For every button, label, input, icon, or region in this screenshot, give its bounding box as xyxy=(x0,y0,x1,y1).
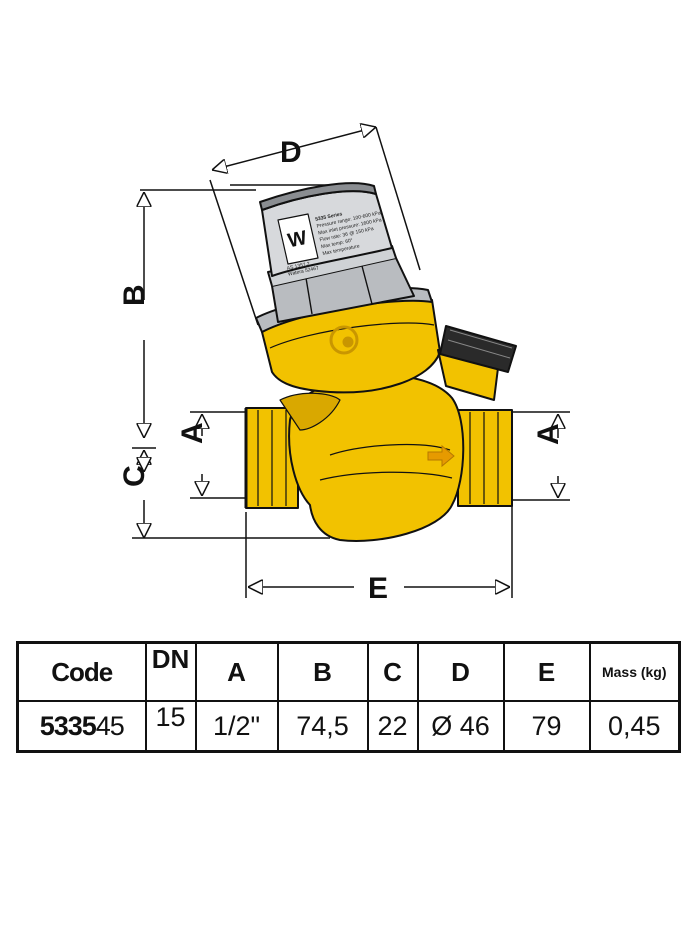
cell-c: 22 xyxy=(366,700,419,753)
cell-a: 1/2" xyxy=(194,700,279,753)
dimension-c xyxy=(132,447,330,539)
caleffi-logo-icon xyxy=(329,325,359,355)
valve-body xyxy=(244,287,517,542)
flow-arrow-icon xyxy=(427,444,455,468)
header-e: E xyxy=(502,641,591,702)
dimension-b-label: B xyxy=(118,284,151,306)
nameplate-series: 5335 Series xyxy=(315,211,343,223)
header-b: B xyxy=(276,641,369,702)
dimension-c-label: C xyxy=(118,465,151,487)
cell-b: 74,5 xyxy=(276,700,369,753)
header-dn: DN xyxy=(144,641,197,702)
specification-table: Code DN A B C D E Mass (kg) 533545 15 1/… xyxy=(16,641,681,753)
dimension-a-left-label: A xyxy=(176,422,209,444)
header-d: D xyxy=(416,641,505,702)
header-a: A xyxy=(194,641,279,702)
code-prefix: 5335 xyxy=(39,710,97,741)
dimension-d-label: D xyxy=(280,136,302,169)
cell-d: Ø 46 xyxy=(416,700,505,753)
cell-mass: 0,45 xyxy=(588,700,681,753)
code-suffix: 45 xyxy=(95,710,125,741)
cell-e: 79 xyxy=(502,700,591,753)
table-header-row: Code DN A B C D E Mass (kg) xyxy=(16,641,681,702)
cell-dn: 15 xyxy=(144,700,197,753)
dimension-d xyxy=(209,127,421,326)
dimension-a-right xyxy=(512,411,570,501)
dimension-b xyxy=(140,189,256,438)
dimension-e xyxy=(245,505,513,598)
header-c: C xyxy=(366,641,419,702)
header-mass: Mass (kg) xyxy=(588,641,681,702)
header-code: Code xyxy=(16,641,147,702)
dimension-a-right-label: A xyxy=(532,423,565,445)
dimension-a-left xyxy=(190,411,246,499)
nameplate-cap xyxy=(259,182,393,277)
valve-dimension-drawing: D B C A A E xyxy=(118,0,570,605)
nameplate-standard: AS 1357.2 xyxy=(286,261,310,272)
table-row: 533545 15 1/2" 74,5 22 Ø 46 79 0,45 xyxy=(16,700,681,753)
nameplate-logo: W xyxy=(286,227,309,252)
cell-code: 533545 xyxy=(16,700,147,753)
dimension-e-label: E xyxy=(368,572,388,605)
